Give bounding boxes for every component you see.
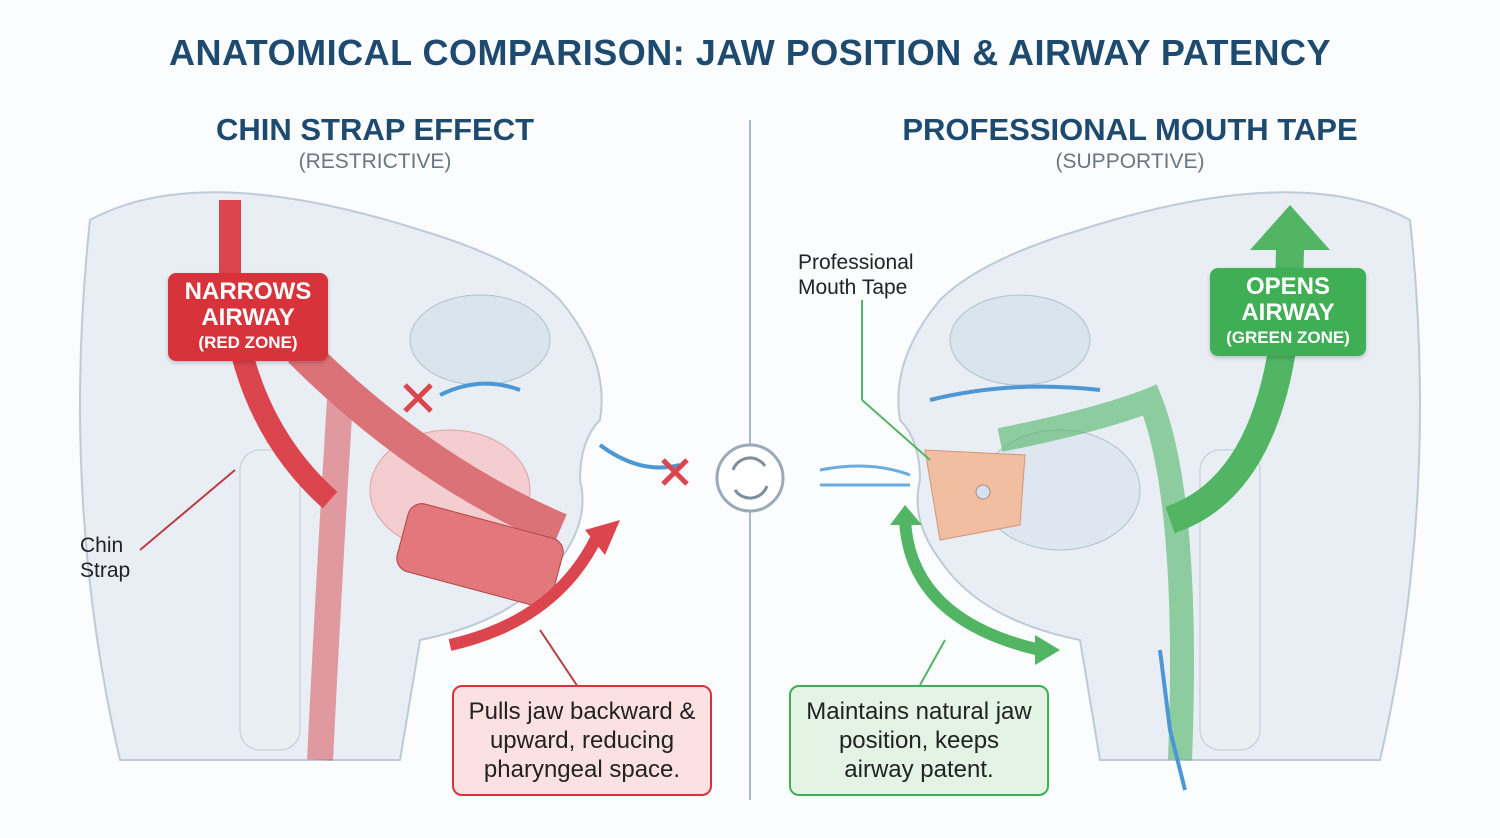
label-line: Strap — [80, 559, 131, 582]
badge-line: AIRWAY — [1241, 299, 1335, 326]
mouth-tape-label: Professional Mouth Tape — [798, 250, 914, 300]
badge-sub: (RED ZONE) — [198, 333, 298, 352]
refresh-cycle-icon — [715, 443, 785, 513]
right-panel-title: PROFESSIONAL MOUTH TAPE — [902, 112, 1358, 147]
mouth-tape-caption: Maintains natural jaw position, keeps ai… — [789, 685, 1049, 796]
right-panel-subtitle: (SUPPORTIVE) — [1055, 150, 1205, 173]
label-line: Mouth Tape — [798, 276, 908, 299]
badge-line: NARROWS — [184, 278, 312, 305]
left-panel-subtitle: (RESTRICTIVE) — [298, 150, 452, 173]
chin-strap-label: Chin Strap — [80, 533, 130, 583]
left-panel-title: CHIN STRAP EFFECT — [215, 112, 535, 147]
main-title: ANATOMICAL COMPARISON: JAW POSITION & AI… — [168, 32, 1332, 73]
badge-sub: (GREEN ZONE) — [1226, 328, 1350, 347]
badge-line: OPENS — [1245, 273, 1331, 300]
chin-strap-caption: Pulls jaw backward & upward, reducing ph… — [452, 685, 712, 796]
label-line: Professional — [798, 251, 914, 274]
opens-airway-badge: OPENS AIRWAY (GREEN ZONE) — [1210, 268, 1366, 356]
label-line: Chin — [80, 534, 124, 557]
narrows-airway-badge: NARROWS AIRWAY (RED ZONE) — [168, 273, 328, 361]
badge-line: AIRWAY — [201, 304, 295, 331]
